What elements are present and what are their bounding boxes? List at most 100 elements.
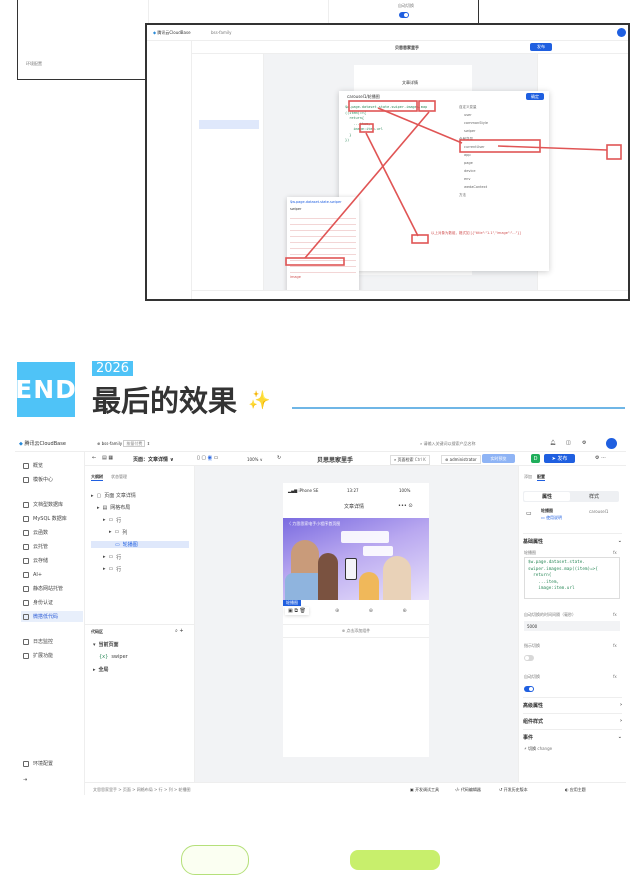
variable-item[interactable]: app [464,153,471,157]
variable-item[interactable]: user [464,113,472,117]
mysql-icon [23,515,29,522]
fx-icon[interactable]: fx [613,550,617,555]
sidebar-item-auth[interactable]: 身份认证 [21,597,83,608]
sidebar-item-website[interactable]: 静态网站托管 [21,583,83,594]
sidebar-item-function[interactable]: 云函数 [21,527,83,538]
sidebar-item-grid[interactable]: 模板中心 [21,474,83,485]
tree-item[interactable]: ▸ ▭行 [103,566,122,573]
component-actions[interactable]: ▣ ⧉ 🗑︎ [285,607,309,615]
sidebar-item-storage[interactable]: 云存储 [21,555,83,566]
search-input[interactable]: ⌕ 请输入关键词以搜索产品名称 [420,441,476,446]
env-selector[interactable]: bss-family [211,30,232,35]
code-line[interactable]: } [345,132,352,137]
sidebar-item-mysql[interactable]: MySQL 数据库 [21,513,83,524]
variable-item[interactable]: page [464,161,473,165]
code-area-actions[interactable]: ⌕ + [175,628,184,634]
preview-button[interactable]: 实时预览 [482,454,515,463]
code-item-swiper[interactable]: {x} swiper [99,654,128,660]
usage-link[interactable]: ▭ 使用说明 [541,515,563,520]
tab-state[interactable]: 状态管理 [111,474,127,479]
variable-item[interactable]: wedaContext [464,185,488,189]
indicator-toggle[interactable] [524,655,534,661]
user-menu[interactable]: ⊛ administrator [441,455,481,464]
env-config[interactable]: 环境配置 [26,61,42,66]
debug-button[interactable]: D [531,454,540,463]
sidebar-item-log[interactable]: 日志监控 [21,636,83,647]
advanced-section[interactable]: 高级属性› [523,697,622,709]
interval-input[interactable]: 5000 [524,621,620,631]
variable-item[interactable]: 全局变量 [459,137,473,141]
more-icon[interactable]: ⚙ ⋯ [595,455,607,461]
sidebar-item-container[interactable]: 云托管 [21,541,83,552]
variable-item[interactable]: currentUser [464,145,485,149]
book-icon[interactable]: ◫ [566,440,571,446]
back-icon[interactable]: ← [92,455,97,461]
code-item-page[interactable]: ▾ 当前页面 [93,641,119,649]
add-component[interactable]: ⊕ 点击添加组件 [283,624,429,638]
code-item-global[interactable]: ▸ 全局 [93,666,109,674]
tree-item[interactable]: ▸ ▭行 [103,517,122,524]
theme-button[interactable]: ◐ 应用主题 [565,787,586,792]
component-style-section[interactable]: 组件样式› [523,713,622,725]
autoplay-toggle[interactable] [399,12,409,18]
code-line[interactable]: return{ [345,116,364,120]
publish-button[interactable]: 发布 [530,43,552,51]
capsule-icon[interactable]: ••• ⊙ [398,503,413,509]
logo[interactable]: ◆ 腾讯云CloudBase [19,441,66,447]
device-icons[interactable]: ▯ ▢ ◉ ▭ [197,455,219,461]
settings-icon[interactable]: ⚙︎ [582,440,587,446]
zoom-select[interactable]: 100% ∨ [247,457,263,462]
code-line[interactable]: $w.page.dataset.state.swiper.images.map [345,105,428,109]
code-editor-button[interactable]: ‹/› 代码编辑器 [455,787,481,792]
history-button[interactable]: ↺ 开发历史版本 [499,787,528,792]
logout-icon[interactable]: ⇥ [23,776,28,783]
tab-outline[interactable]: 大纲树 [91,474,103,481]
variable-item[interactable]: swiper [464,129,476,133]
avatar[interactable] [606,438,617,449]
layout-icon[interactable]: ▤ ▦ [102,455,114,461]
variable-item[interactable]: 方法 [459,193,466,197]
page-search[interactable]: ⌕ 页面检索 Ctrl K [390,455,430,465]
code-line[interactable]: ((item)=>{ [345,110,367,115]
breadcrumb[interactable]: 文思思家里手 > 页面 > 网格布局 > 行 > 列 > 轮播图 [93,787,191,792]
variable-item[interactable]: 自定义变量 [459,105,477,109]
carousel-code-input[interactable]: $w.page.dataset.state. swiper.images.map… [524,557,620,599]
variable-item[interactable]: env [464,177,471,181]
tree-item[interactable]: ▸ ▭列 [109,529,128,536]
basic-props-section[interactable]: 基础属性⌄ [523,533,622,545]
sidebar-item-database[interactable]: 文档型数据库 [21,499,83,510]
event-change[interactable]: ⚡︎ 切换 change [524,746,553,751]
code-line[interactable]: }) [345,138,350,142]
code-line[interactable]: image:item.url [345,127,383,131]
fx-icon[interactable]: fx [613,643,617,648]
fx-icon[interactable]: fx [613,612,617,617]
publish-button[interactable]: ➤ 发布 [544,454,575,463]
tab-config[interactable]: 配置 [537,474,545,481]
page-select[interactable]: 页面：文章详情 ∨ [133,457,174,463]
confirm-button[interactable]: 确定 [526,93,544,100]
segment-props[interactable]: 属性 [524,492,570,501]
fx-icon[interactable]: fx [613,674,617,679]
notification-icon[interactable]: 🔔︎ [550,440,557,446]
variable-item[interactable]: commonStyle [464,121,489,125]
tree-item[interactable]: ▸ ▭行 [103,554,122,561]
sidebar-item-env-config[interactable]: 环境配置 [21,758,83,769]
refresh-icon[interactable]: ↻ [277,455,282,461]
devtools-button[interactable]: ▣ 开发调试工具 [410,787,440,792]
autoplay-toggle[interactable] [524,686,534,692]
variable-item[interactable]: device [464,169,476,173]
tree-item[interactable]: ▸ ▤网格布局 [97,504,131,512]
avatar[interactable] [617,28,626,37]
sidebar-item-ai[interactable]: AI+ [21,569,83,580]
segment-style[interactable]: 样式 [588,494,599,500]
carousel-image[interactable]: 〈 力思思家电手小程序首页图 [283,518,429,600]
tree-item[interactable]: ▭轮播图 [91,541,189,549]
sidebar-item-lowcode[interactable]: 微搭低代码 [21,611,83,622]
tab-add[interactable]: 添加 [524,474,532,479]
grid-row-icons[interactable]: ⊕ ⊕ ⊕ [335,608,407,614]
tree-item[interactable]: ▸ ▢页面 文章详情 [91,492,136,500]
sidebar-item-extension[interactable]: 扩展功能 [21,650,83,661]
sidebar-item-home[interactable]: 概览 [21,460,83,471]
events-section[interactable]: 事件⌄ [523,729,622,741]
env-selector[interactable]: ⊕ bss-family 按量付费 ⇕ [97,440,151,447]
